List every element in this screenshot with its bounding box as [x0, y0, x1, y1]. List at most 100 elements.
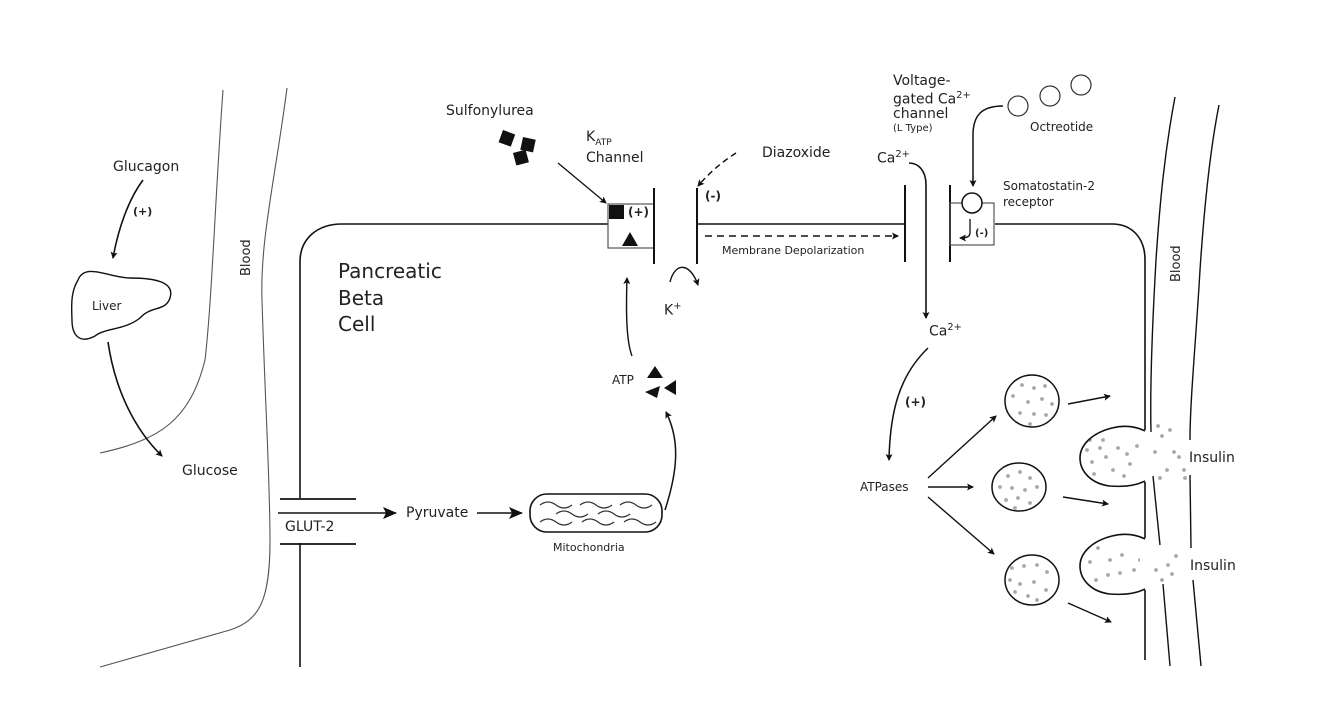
insulin-granule: [1090, 460, 1094, 464]
potassium-efflux-arrow: [669, 266, 700, 286]
blood-left-label: Blood: [239, 239, 254, 276]
insulin-granule: [1132, 568, 1136, 572]
insulin-vesicle: [991, 462, 1047, 512]
insulin-granule: [1128, 462, 1132, 466]
exocytosis-pocket-1: [1079, 425, 1146, 488]
liver-shape: [70, 270, 172, 340]
insulin-granule: [1035, 598, 1039, 602]
insulin-granule: [1098, 446, 1102, 450]
insulin-granule: [1092, 472, 1096, 476]
calcium-charge: 2+: [895, 149, 910, 160]
insulin-granule: [1182, 468, 1186, 472]
insulin-granule: [1044, 588, 1048, 592]
octreotide-circle-icon: [1070, 74, 1092, 96]
insulin-granule: [1135, 444, 1139, 448]
insulin-granule: [1022, 564, 1026, 568]
insulin-granule: [1026, 594, 1030, 598]
octreotide-arrow: [969, 105, 1004, 187]
insulin-granule: [1154, 568, 1158, 572]
insulin-granule: [1106, 573, 1110, 577]
insulin-granule: [1125, 452, 1129, 456]
katp-k-text: K: [586, 129, 596, 145]
octreotide-circle-icon: [1039, 85, 1061, 107]
insulin-granule: [1174, 554, 1178, 558]
mitochondria-shape: [529, 493, 663, 533]
insulin-vesicle: [1004, 374, 1060, 428]
vgcc-line2-text: gated Ca: [893, 91, 957, 108]
atpases-to-vesicle-1-arrow: [927, 415, 997, 479]
sst2-effect-label: (-): [975, 228, 989, 239]
insulin-granule: [1172, 450, 1176, 454]
insulin-granule: [1108, 558, 1112, 562]
right-vessel-wall-1: [1150, 96, 1176, 433]
insulin-granule: [1122, 474, 1126, 478]
potassium-text: K: [664, 302, 674, 319]
vgcc-label-line1: Voltage-: [893, 73, 951, 89]
insulin-granule: [1096, 546, 1100, 550]
insulin-granule: [1018, 411, 1022, 415]
calcium-inside-charge: 2+: [947, 322, 962, 333]
potassium-charge: +: [673, 301, 682, 312]
insulin-granule: [1160, 578, 1164, 582]
exocytosis-pocket-2: [1079, 533, 1146, 596]
insulin-granule: [1020, 383, 1024, 387]
insulin-granule: [1006, 474, 1010, 478]
calcium-outside-label: Ca2+: [877, 150, 910, 166]
diazoxide-arrow: [697, 152, 737, 187]
right-vessel-wall-1-lower: [1152, 475, 1161, 546]
insulin-granule: [1018, 470, 1022, 474]
insulin-granule: [1013, 590, 1017, 594]
atp-binding-triangle-icon: [622, 232, 638, 246]
insulin-granule: [1023, 488, 1027, 492]
insulin-granule: [1166, 563, 1170, 567]
vgcc-label-line4: (L Type): [893, 123, 933, 134]
sulfonylurea-square-icon: [498, 130, 516, 147]
insulin-granule: [1088, 560, 1092, 564]
diazoxide-label: Diazoxide: [762, 145, 831, 161]
mitochondria-to-atp-arrow: [664, 411, 677, 511]
mitochondria-label: Mitochondria: [553, 541, 625, 554]
calcium-inside-label: Ca2+: [929, 323, 962, 339]
insulin-granule: [1111, 468, 1115, 472]
left-vessel-outer-wall: [99, 89, 224, 454]
atp-label: ATP: [612, 373, 634, 387]
katp-subscript: ATP: [595, 137, 612, 148]
insulin-granule: [998, 485, 1002, 489]
right-vessel-wall-1-bottom: [1162, 583, 1171, 667]
insulin-granule: [1050, 402, 1054, 406]
vgcc-label-line2: gated Ca2+: [893, 91, 971, 107]
sulfonylurea-square-icon: [513, 149, 529, 166]
katp-label: KATP: [586, 130, 612, 148]
insulin-granule: [1028, 476, 1032, 480]
glut2-label: GLUT-2: [285, 519, 335, 535]
katp-effect-label: (+): [628, 205, 650, 219]
insulin-granule: [1168, 428, 1172, 432]
blood-right-label: Blood: [1169, 245, 1184, 282]
liver-to-glucose-arrow: [107, 341, 163, 457]
atp-triangle-icon: [645, 386, 660, 398]
vesicle-1-exocytosis-arrow: [1067, 393, 1111, 405]
insulin-granule: [1118, 571, 1122, 575]
sst2-binding-circle-icon: [961, 192, 983, 214]
insulin-granule: [1032, 580, 1036, 584]
right-vessel-wall-2: [1189, 104, 1220, 441]
insulin-granule: [1032, 412, 1036, 416]
insulin-granule: [1158, 476, 1162, 480]
insulin-granule: [1101, 438, 1105, 442]
atpases-label: ATPases: [860, 480, 909, 494]
insulin-granule: [1177, 455, 1181, 459]
glucose-label: Glucose: [182, 463, 238, 479]
insulin-granule: [1116, 446, 1120, 450]
right-vessel-wall-2-lower: [1189, 474, 1192, 549]
insulin-granule: [1016, 496, 1020, 500]
sst2-label-line1: Somatostatin-2: [1003, 179, 1095, 193]
insulin-granule: [1043, 384, 1047, 388]
insulin-granule: [1032, 386, 1036, 390]
calcium-influx-arrow: [908, 162, 930, 319]
sst2-inhibition-arrow: [959, 219, 971, 242]
insulin-granule: [1026, 400, 1030, 404]
insulin-granule: [1085, 448, 1089, 452]
glucagon-arrow: [110, 179, 144, 259]
vgcc-label-line3: channel: [893, 106, 949, 122]
